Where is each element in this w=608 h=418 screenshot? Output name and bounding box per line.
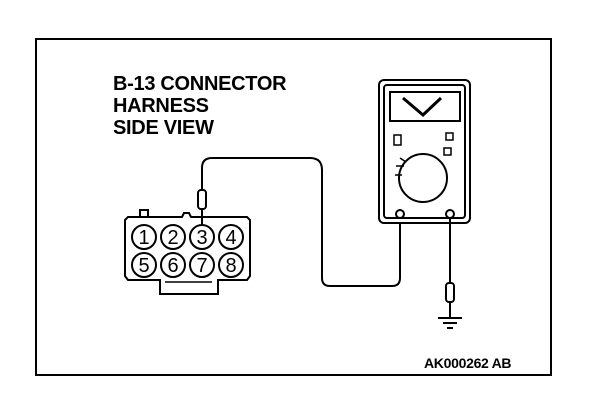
positive-lead-wire [201, 157, 401, 287]
dial-scale-marks [395, 157, 407, 176]
multimeter-inner-panel [383, 84, 466, 219]
probe-jack-com [395, 209, 405, 219]
pin-label-5: 5 [138, 255, 149, 277]
multimeter [378, 79, 471, 224]
test-lead-positive [197, 157, 401, 287]
ground-icon [438, 317, 462, 329]
connector-pin-row-top: 1 2 3 4 [131, 224, 244, 250]
connector-pin-8 [218, 252, 244, 278]
connector-pin-1 [131, 224, 157, 250]
figure-reference-code: AK000262 AB [424, 355, 512, 371]
title-line-1: B-13 CONNECTOR [113, 73, 287, 95]
connector-latch-top [139, 209, 149, 218]
connector-pin-5 [131, 252, 157, 278]
connector-title: B-13 CONNECTOR HARNESS SIDE VIEW [113, 73, 287, 139]
b13-connector [124, 209, 251, 295]
pin-label-4: 4 [225, 227, 236, 249]
pin-label-3: 3 [196, 227, 207, 249]
probe-body [197, 189, 207, 210]
title-line-2: HARNESS [113, 95, 209, 117]
multimeter-display [389, 91, 461, 122]
pin-label-8: 8 [225, 255, 236, 277]
pin-label-2: 2 [167, 227, 178, 249]
meter-button-2 [443, 147, 452, 156]
diagram-frame [35, 38, 552, 376]
voltage-symbol-icon [402, 96, 443, 118]
title-line-3: SIDE VIEW [113, 117, 214, 139]
negative-probe-body [445, 282, 455, 303]
connector-pin-4 [218, 224, 244, 250]
connector-pin-row-bottom: 5 6 7 8 [131, 252, 244, 278]
selector-dial [398, 153, 448, 203]
connector-pin-2 [160, 224, 186, 250]
mode-indicator [393, 134, 402, 146]
meter-button-1 [445, 132, 454, 141]
test-lead-negative [438, 218, 462, 329]
pin-label-6: 6 [167, 255, 178, 277]
pin-label-1: 1 [138, 227, 149, 249]
pin-label-7: 7 [196, 255, 207, 277]
connector-pin-6 [160, 252, 186, 278]
connector-housing [124, 212, 251, 295]
connector-pin-7 [189, 252, 215, 278]
